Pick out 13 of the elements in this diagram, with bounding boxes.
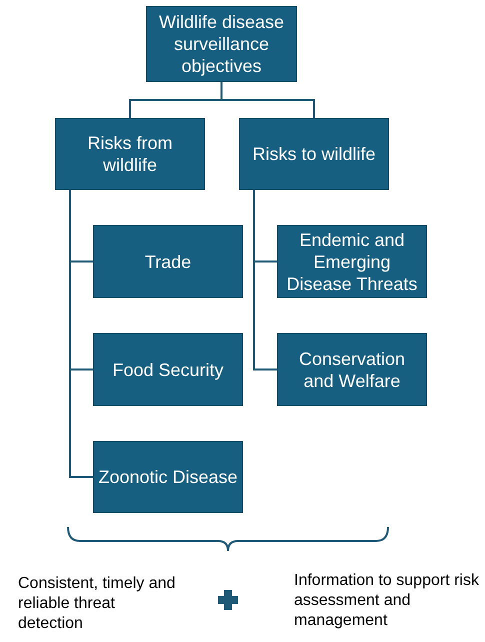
- note-text: Consistent, timely and reliable threat detection: [18, 574, 176, 634]
- text-box: Risks from wildlife: [55, 118, 205, 190]
- text-box: Trade: [93, 225, 243, 298]
- text-box: Endemic and Emerging Disease Threats: [277, 225, 427, 298]
- text-box: Wildlife disease surveillance objectives: [146, 6, 297, 82]
- text-box: Food Security: [93, 333, 243, 406]
- text-box: Zoonotic Disease: [93, 441, 243, 513]
- connector-line: [220, 82, 315, 118]
- connector-line: [253, 190, 277, 370]
- text-box: Conservation and Welfare: [277, 333, 427, 406]
- connector-line: [69, 190, 93, 478]
- text-box: Risks to wildlife: [239, 118, 389, 190]
- note-text: Information to support risk assessment and management: [294, 571, 480, 631]
